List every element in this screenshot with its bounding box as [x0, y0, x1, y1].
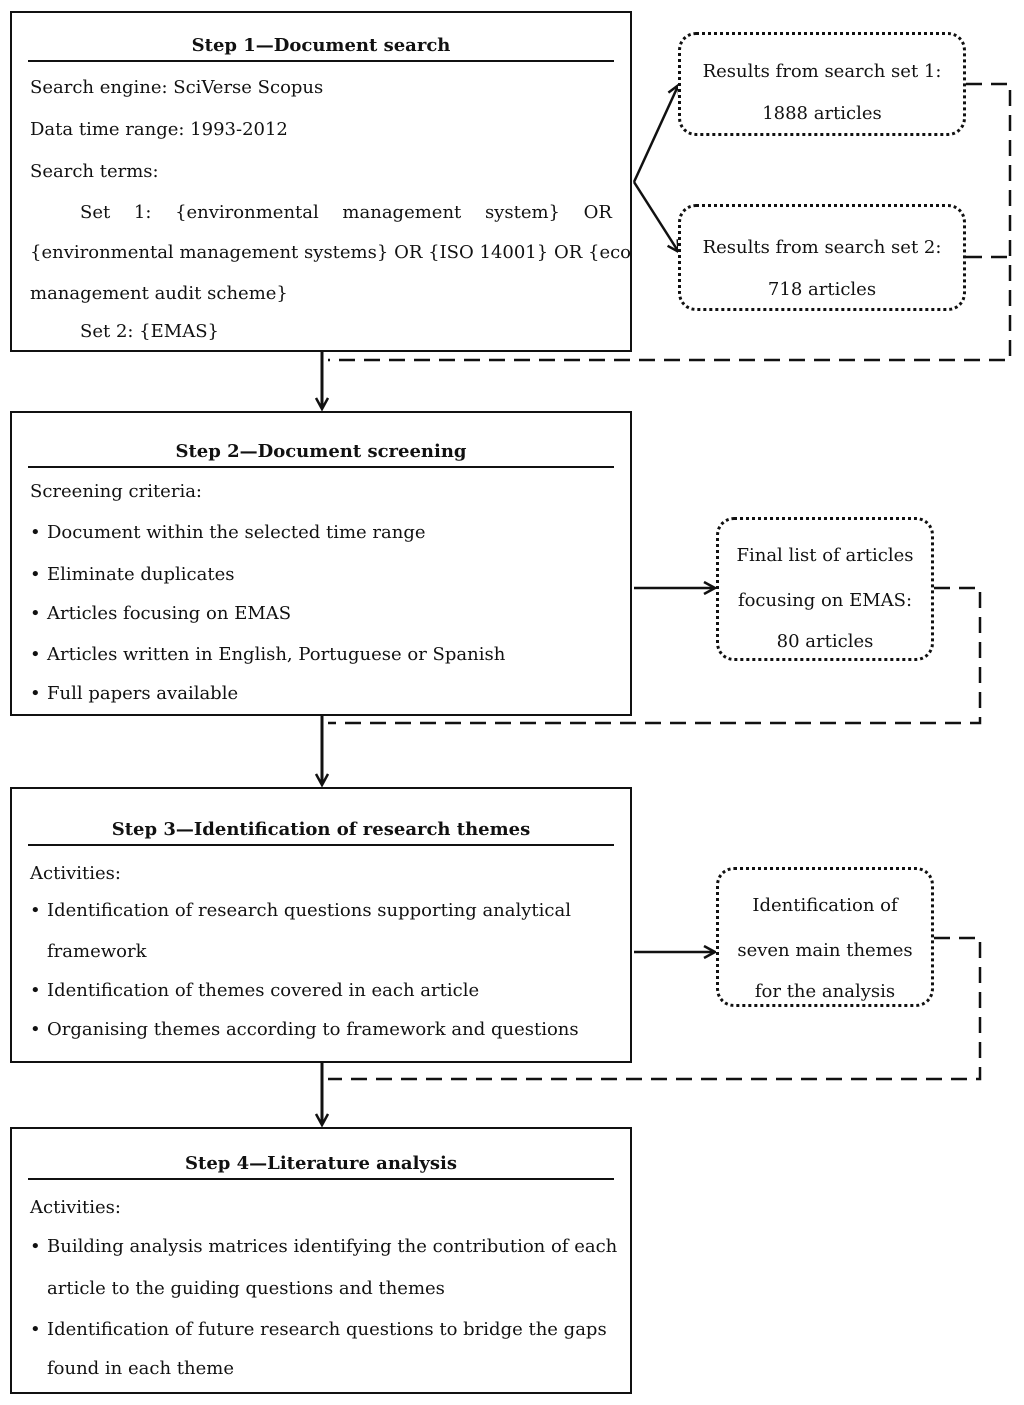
step4-title: Step 4—Literature analysis [28, 1153, 614, 1180]
activity-item-continued: article to the guiding questions and the… [47, 1278, 445, 1299]
activity-item-continued: framework [47, 941, 147, 962]
themes-line3: for the analysis [754, 981, 896, 1002]
criteria-item: Eliminate duplicates [30, 564, 234, 585]
arrow-step1-result2 [632, 181, 678, 251]
feedback-line-3 [328, 936, 982, 1081]
activity-item: Identification of research questions sup… [30, 900, 571, 921]
result-set2-count: 718 articles [767, 279, 877, 300]
step1-title: Step 1—Document search [28, 35, 614, 62]
activity-item: Identification of future research questi… [30, 1319, 607, 1340]
final-list-count: 80 articles [776, 631, 874, 652]
set1-line1: Set 1: {environmental management system}… [80, 202, 612, 223]
result-set1-label: Results from search set 1: [702, 61, 942, 82]
themes-box: Identification of seven main themes for … [716, 867, 934, 1007]
result-set2-box: Results from search set 2: 718 articles [678, 204, 966, 311]
step3-box: Step 3—Identification of research themes… [10, 787, 632, 1063]
search-terms-label: Search terms: [30, 161, 159, 182]
step4-activities-label: Activities: [30, 1197, 121, 1218]
step4-box: Step 4—Literature analysis Activities: B… [10, 1127, 632, 1394]
themes-line1: Identification of [752, 895, 898, 916]
activity-item: Identification of themes covered in each… [30, 980, 479, 1001]
step2-title: Step 2—Document screening [28, 441, 614, 468]
criteria-item: Document within the selected time range [30, 522, 426, 543]
step3-activities-label: Activities: [30, 863, 121, 884]
activity-item: Building analysis matrices identifying t… [30, 1236, 617, 1257]
themes-line2: seven main themes [737, 940, 913, 961]
final-list-line1: Final list of articles [736, 545, 914, 566]
step1-box: Step 1—Document search Search engine: Sc… [10, 11, 632, 352]
result-set2-label: Results from search set 2: [702, 237, 942, 258]
criteria-item: Articles focusing on EMAS [30, 603, 291, 624]
activity-item-continued: found in each theme [47, 1358, 234, 1379]
arrow-step1-result1 [632, 86, 678, 183]
activity-item: Organising themes according to framework… [30, 1019, 579, 1040]
step3-title: Step 3—Identification of research themes [28, 819, 614, 846]
set1-line2: {environmental management systems} OR {I… [30, 242, 632, 263]
criteria-item: Full papers available [30, 683, 238, 704]
set1-line3: management audit scheme} [30, 283, 288, 304]
time-range-text: Data time range: 1993-2012 [30, 119, 288, 140]
result-set1-count: 1888 articles [762, 103, 882, 124]
criteria-item: Articles written in English, Portuguese … [30, 644, 505, 665]
step2-box: Step 2—Document screening Screening crit… [10, 411, 632, 716]
set2-text: Set 2: {EMAS} [80, 321, 219, 342]
screening-criteria-label: Screening criteria: [30, 481, 202, 502]
feedback-line-2 [328, 586, 982, 725]
search-engine-text: Search engine: SciVerse Scopus [30, 77, 324, 98]
feedback-line-1 [328, 82, 1012, 362]
result-set1-box: Results from search set 1: 1888 articles [678, 32, 966, 136]
final-list-line2: focusing on EMAS: [737, 590, 913, 611]
final-list-box: Final list of articles focusing on EMAS:… [716, 517, 934, 661]
